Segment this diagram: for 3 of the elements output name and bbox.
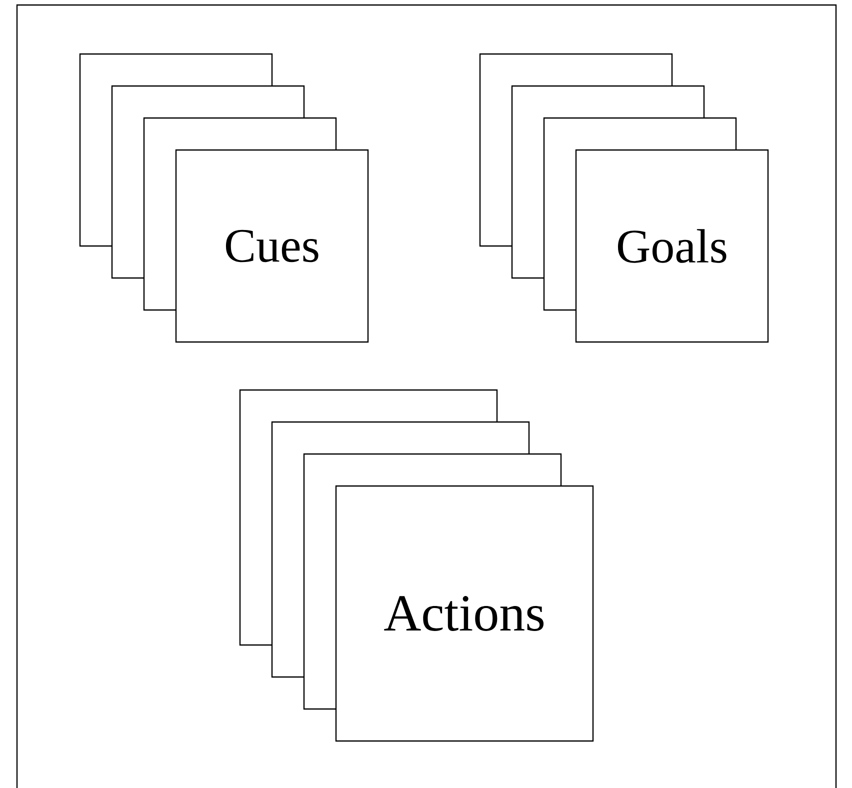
card: Cues	[175, 149, 369, 343]
card: Actions	[335, 485, 594, 742]
card: Goals	[575, 149, 769, 343]
